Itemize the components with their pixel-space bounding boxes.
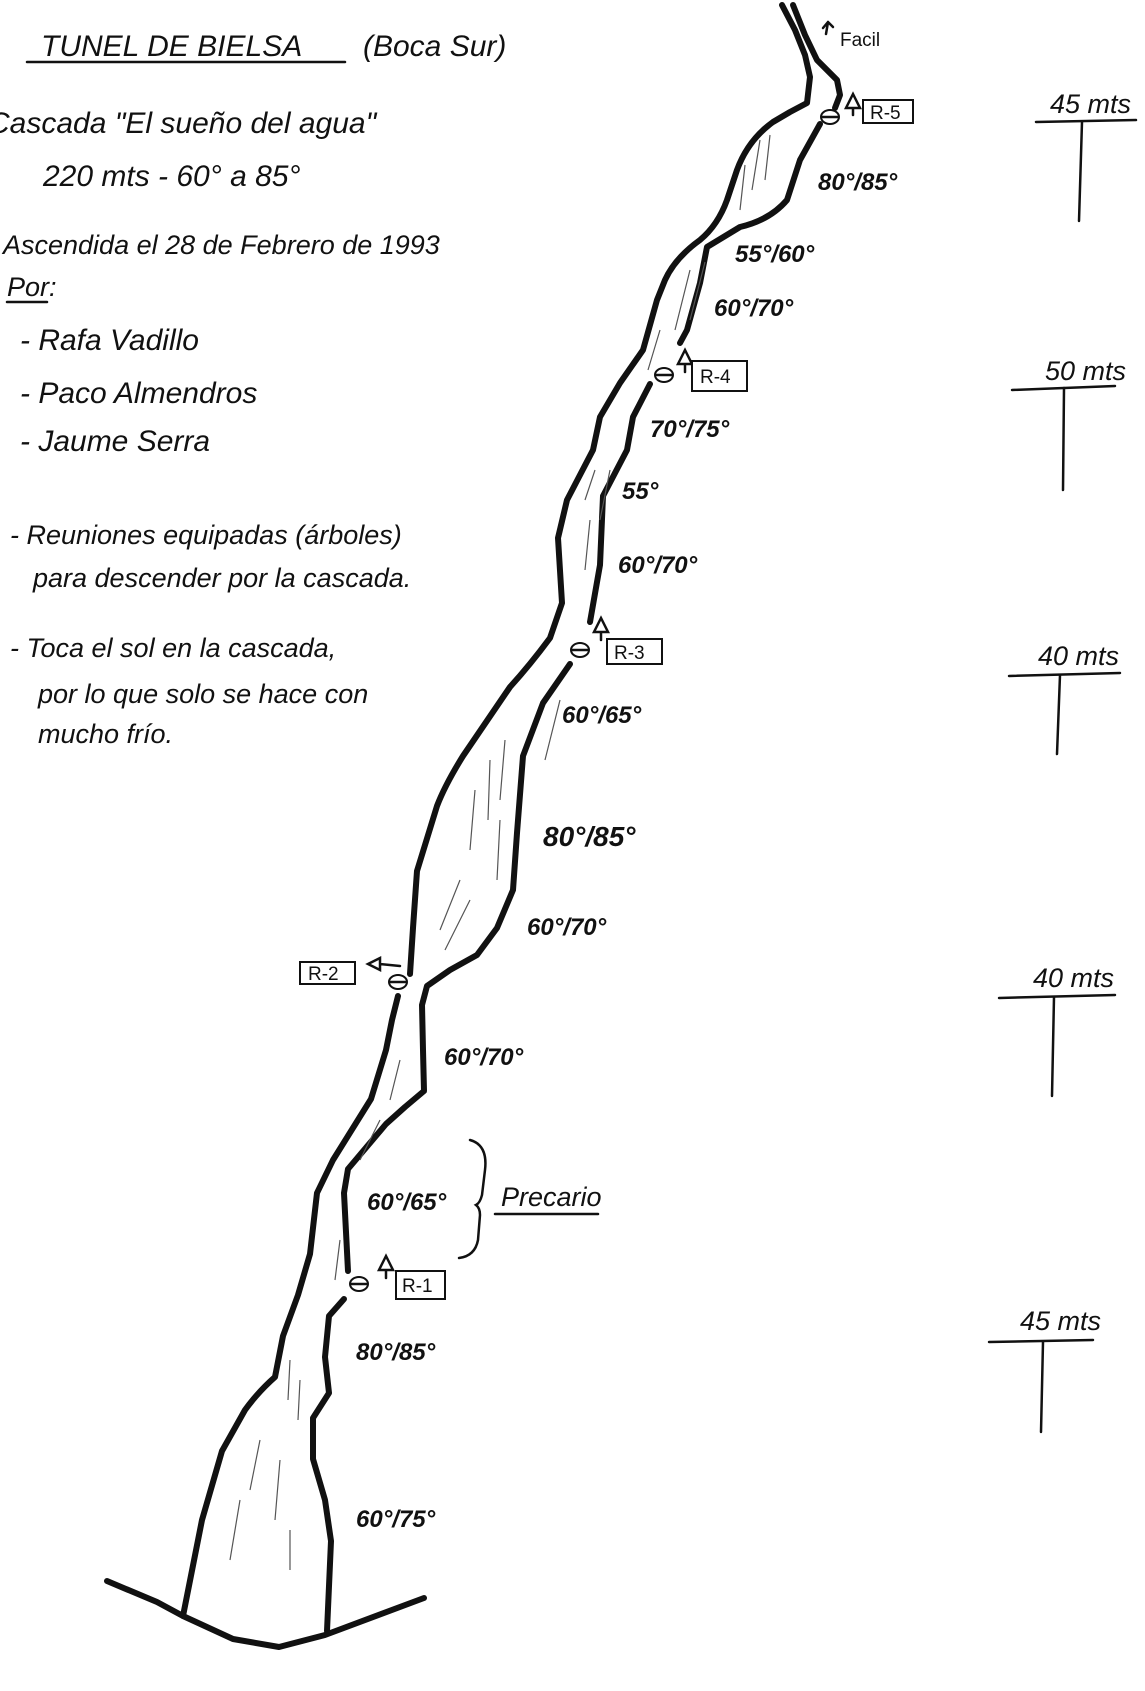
- belay-r1: R-1: [349, 1253, 446, 1300]
- pitch-bar: [987, 1338, 1095, 1344]
- pitch-stem: [1077, 120, 1084, 223]
- angle-label: 80°/85°: [818, 169, 898, 196]
- angle-label: 60°/65°: [367, 1189, 447, 1216]
- pitch-marker: 40 mts: [997, 963, 1117, 1098]
- angle-label: 70°/75°: [650, 416, 730, 443]
- belay-r5: R-5: [820, 91, 914, 125]
- note-1-line-1: - Reuniones equipadas (árboles): [10, 520, 402, 550]
- pitch-length: 40 mts: [1038, 641, 1119, 671]
- pitch-stem: [1050, 995, 1056, 1098]
- angle-label: 60°/70°: [444, 1044, 524, 1071]
- pitch-length: 45 mts: [1050, 89, 1131, 119]
- left-wall-lower: [180, 993, 401, 1619]
- right-wall-4: [341, 661, 573, 1274]
- climber-1: - Rafa Vadillo: [20, 324, 199, 357]
- belay-label: R-3: [614, 643, 645, 664]
- waterfall-drawing: [104, 2, 843, 1650]
- belay-r2: R-2: [299, 955, 408, 990]
- tree-icon: [365, 955, 402, 973]
- pitch-stem: [1055, 673, 1062, 756]
- top-note: Facil: [840, 30, 880, 51]
- pitch-length: 40 mts: [1033, 963, 1114, 993]
- angle-label: 55°: [622, 478, 659, 505]
- precario-label: Precario: [501, 1182, 602, 1212]
- pitch-marker: 40 mts: [1007, 641, 1122, 756]
- belay-label-box: [395, 1270, 446, 1300]
- note-2-line-2: por lo que solo se hace con: [37, 679, 368, 709]
- climber-3: - Jaume Serra: [20, 425, 210, 458]
- belay-label-box: [606, 638, 663, 665]
- pitch-bar: [997, 993, 1117, 1000]
- pitch-marker: 45 mts: [987, 1306, 1101, 1434]
- belay-label: R-4: [700, 367, 731, 388]
- pitch-length: 45 mts: [1020, 1306, 1101, 1336]
- page-subtitle: (Boca Sur): [363, 30, 506, 63]
- page-title: TUNEL DE BIELSA: [41, 30, 302, 63]
- tree-icon: [376, 1253, 396, 1280]
- left-wall: [407, 2, 813, 977]
- tree-icon: [843, 91, 863, 117]
- angle-label: 60°/65°: [562, 702, 642, 729]
- right-wall-3: [587, 381, 653, 625]
- right-wall-5: [310, 1296, 347, 1634]
- angle-label: 60°/70°: [618, 552, 698, 579]
- belay-label-box: [299, 961, 356, 985]
- pitch-bar: [1007, 671, 1122, 678]
- water-hatching: [229, 134, 771, 1570]
- arrow-up-icon: [821, 20, 835, 36]
- belay-label: R-5: [870, 103, 901, 124]
- angle-label: 80°/85°: [356, 1339, 436, 1366]
- pitch-stem: [1039, 1340, 1045, 1434]
- route-name: Cascada "El sueño del agua": [0, 107, 378, 140]
- tree-icon: [591, 615, 611, 642]
- note-2-line-3: mucho frío.: [38, 719, 173, 749]
- by-label: Por:: [7, 272, 57, 302]
- note-1-line-2: para descender por la cascada.: [32, 563, 411, 593]
- angle-label: 60°/70°: [714, 295, 794, 322]
- brace: [457, 1138, 487, 1260]
- belay-label: R-2: [308, 964, 339, 985]
- pitch-bar: [1034, 118, 1138, 124]
- route-summary: 220 mts - 60° a 85°: [42, 160, 300, 193]
- belay-label: R-1: [402, 1276, 433, 1297]
- pitch-length: 50 mts: [1045, 356, 1126, 386]
- note-2-line-1: - Toca el sol en la cascada,: [10, 633, 336, 663]
- angle-label: 55°/60°: [735, 241, 815, 268]
- ascent-date: Ascendida el 28 de Febrero de 1993: [1, 230, 440, 260]
- pitch-marker: 50 mts: [1010, 356, 1126, 492]
- right-wall-2: [677, 121, 823, 346]
- belay-r3: R-3: [570, 615, 663, 665]
- angle-label: 60°/70°: [527, 914, 607, 941]
- tree-icon: [675, 347, 695, 374]
- ground-line: [104, 1578, 427, 1650]
- belay-label-box: [691, 360, 748, 392]
- climber-2: - Paco Almendros: [20, 377, 257, 410]
- angle-label: 60°/75°: [356, 1506, 436, 1533]
- angle-label: 80°/85°: [543, 821, 636, 852]
- pitch-stem: [1061, 386, 1066, 492]
- right-wall-top: [790, 2, 843, 111]
- belay-label-box: [862, 99, 914, 124]
- pitch-marker: 45 mts: [1034, 89, 1138, 223]
- belay-r4: R-4: [654, 347, 748, 392]
